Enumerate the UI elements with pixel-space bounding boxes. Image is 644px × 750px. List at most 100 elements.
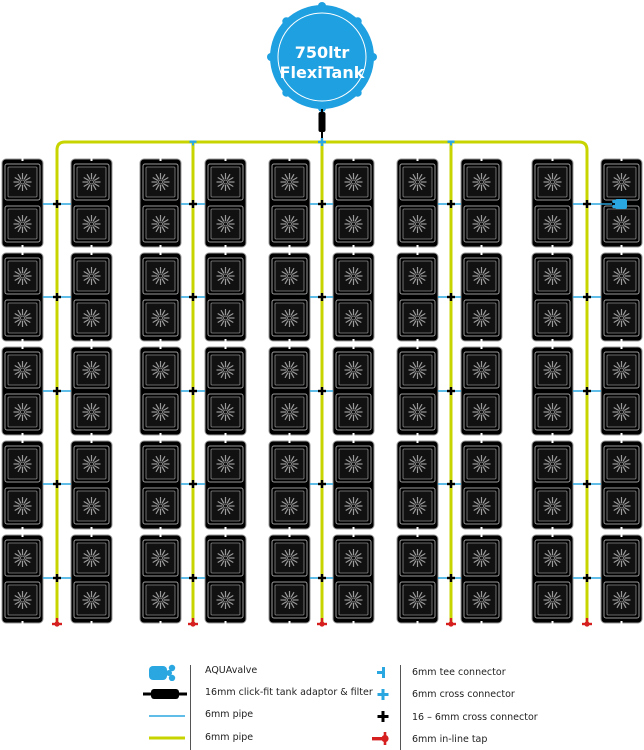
pot-drain-spoke <box>281 370 288 376</box>
pot-drain-spoke <box>419 370 426 376</box>
pot-inner <box>537 490 568 522</box>
tank-adaptor-filter-icon <box>143 689 187 699</box>
pot-drain-spoke <box>476 173 481 180</box>
module-notch <box>159 433 162 436</box>
pot-drain-spoke <box>482 361 487 368</box>
pot-drain-spoke <box>14 364 21 370</box>
pot-drain-spoke <box>227 406 234 412</box>
pot-inner <box>606 490 637 522</box>
pot-drain-center <box>415 555 420 561</box>
pot-drain-spoke <box>616 508 621 515</box>
pot-drain-center <box>619 221 624 227</box>
pot-module <box>204 346 247 436</box>
pot-drain-spoke <box>616 560 621 567</box>
module-notch <box>620 527 623 530</box>
pot-drain-spoke <box>616 602 621 609</box>
pot-drain-spoke <box>155 267 160 274</box>
module-notch <box>224 433 227 436</box>
pot-drain-spoke <box>161 466 166 473</box>
pot-drain-center <box>89 367 94 373</box>
pot-inner <box>606 302 637 334</box>
pot-drain-spoke <box>554 182 561 188</box>
pot-drain-spoke <box>290 361 295 368</box>
legend-label-16-6-cross: 16 – 6mm cross connector <box>412 712 538 723</box>
16-6mm-cross-connector <box>53 389 61 393</box>
pot-drain-spoke <box>622 466 627 473</box>
pot-drain-spoke <box>14 600 21 606</box>
module-notch <box>224 534 227 537</box>
pot-drain-spoke <box>14 412 21 418</box>
pot-drain-spoke <box>482 508 487 515</box>
pot-drain-spoke <box>473 600 480 606</box>
pot-inner <box>7 490 38 522</box>
pot-inner <box>145 208 176 240</box>
pot-drain-spoke <box>23 309 28 316</box>
16-6mm-cross-connector <box>447 482 455 486</box>
pot-inner <box>338 302 369 334</box>
module-notch <box>288 440 291 443</box>
pot-inner <box>537 260 568 292</box>
pot-drain-spoke <box>483 182 490 188</box>
pot-drain-spoke <box>418 215 423 222</box>
pot-drain-spoke <box>348 455 353 462</box>
legend-label-cross: 6mm cross connector <box>412 689 515 700</box>
pot-drain-spoke <box>345 558 352 564</box>
pot-drain-center <box>351 409 356 415</box>
pot-drain-spoke <box>354 320 359 327</box>
pot-module <box>1 158 44 248</box>
16-6mm-cross-connector <box>318 576 326 580</box>
pot-drain-spoke <box>92 278 97 285</box>
pot-drain-spoke <box>226 466 231 473</box>
pot-inner <box>274 396 305 428</box>
pot-drain-spoke <box>483 552 490 558</box>
pot-drain-spoke <box>17 591 22 598</box>
pot-drain-spoke <box>622 267 627 274</box>
pot-inner <box>537 302 568 334</box>
pot-drain-spoke <box>345 176 352 182</box>
pot-drain-spoke <box>419 458 426 464</box>
pot-drain-spoke <box>284 184 289 191</box>
pot-module <box>1 534 44 624</box>
pot-drain-spoke <box>17 466 22 473</box>
pot-drain-center <box>223 597 228 603</box>
pot-drain-spoke <box>227 552 234 558</box>
pot-drain-spoke <box>547 403 552 410</box>
inline-tap <box>320 618 324 623</box>
pot-drain-spoke <box>412 508 417 515</box>
pot-drain-center <box>619 555 624 561</box>
pot-drain-spoke <box>161 508 166 515</box>
pot-drain-spoke <box>17 560 22 567</box>
pot-module <box>139 346 182 436</box>
pot-inner <box>145 260 176 292</box>
pot-drain-spoke <box>155 403 160 410</box>
module-notch <box>288 346 291 349</box>
pot-drain-spoke <box>217 312 224 318</box>
pot-drain-spoke <box>162 318 169 324</box>
pot-drain-spoke <box>284 591 289 598</box>
pot-drain-spoke <box>348 549 353 556</box>
pot-drain-spoke <box>482 560 487 567</box>
pot-drain-spoke <box>419 594 426 600</box>
pot-drain-center <box>158 273 163 279</box>
module-notch <box>416 346 419 349</box>
pot-drain-spoke <box>92 320 97 327</box>
pot-drain-spoke <box>354 508 359 515</box>
pot-drain-spoke <box>14 182 21 188</box>
pot-drain-spoke <box>613 600 620 606</box>
pot-drain-spoke <box>83 224 90 230</box>
pot-drain-spoke <box>348 602 353 609</box>
pot-drain-spoke <box>409 312 416 318</box>
pot-drain-spoke <box>409 182 416 188</box>
pot-drain-center <box>619 597 624 603</box>
pot-drain-spoke <box>419 558 426 564</box>
pot-inner <box>210 490 241 522</box>
pot-drain-spoke <box>409 412 416 418</box>
pot-drain-spoke <box>418 320 423 327</box>
pot-inner <box>7 260 38 292</box>
pot-drain-spoke <box>161 497 166 504</box>
pot-inner <box>76 542 107 574</box>
pot-drain-spoke <box>623 276 630 282</box>
pot-drain-spoke <box>155 215 160 222</box>
pot-drain-spoke <box>23 215 28 222</box>
pot-inner <box>606 396 637 428</box>
